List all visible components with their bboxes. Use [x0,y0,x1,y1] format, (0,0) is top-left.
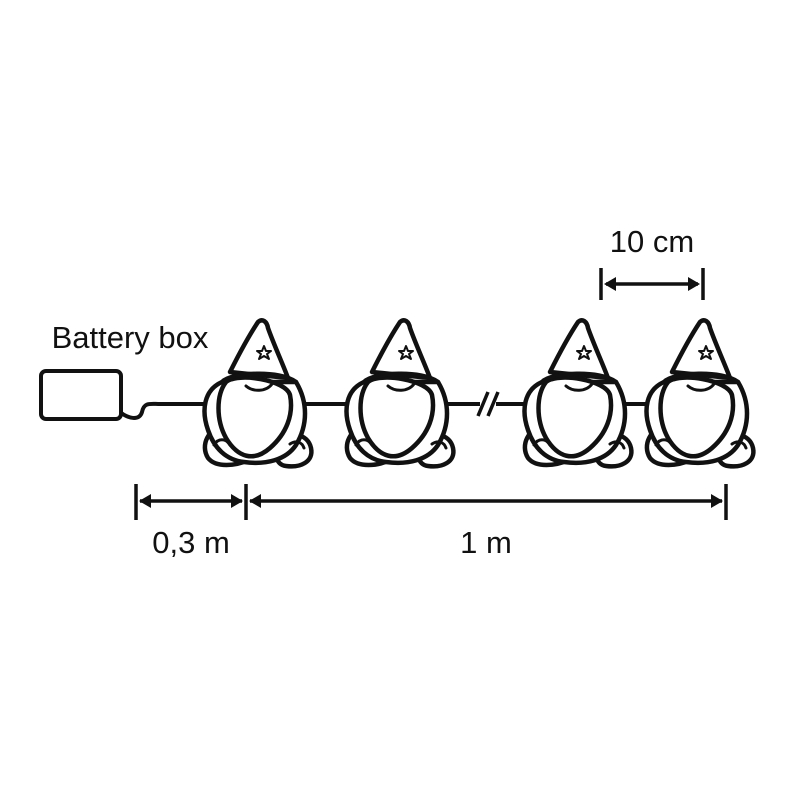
battery-box-label: Battery box [52,320,209,355]
gnome-light-3 [525,320,632,466]
lead-length-label: 0,3 m [152,525,230,560]
string-length-label: 1 m [460,525,512,560]
spacing-label: 10 cm [610,224,694,259]
battery-box [39,369,123,421]
cable-break-icon [476,391,500,417]
length-dimensions [134,484,728,520]
gnome-light-1 [205,320,312,466]
gnome-light-2 [347,320,454,466]
spacing-dimension [599,268,705,300]
gnome-light-4 [647,320,754,466]
